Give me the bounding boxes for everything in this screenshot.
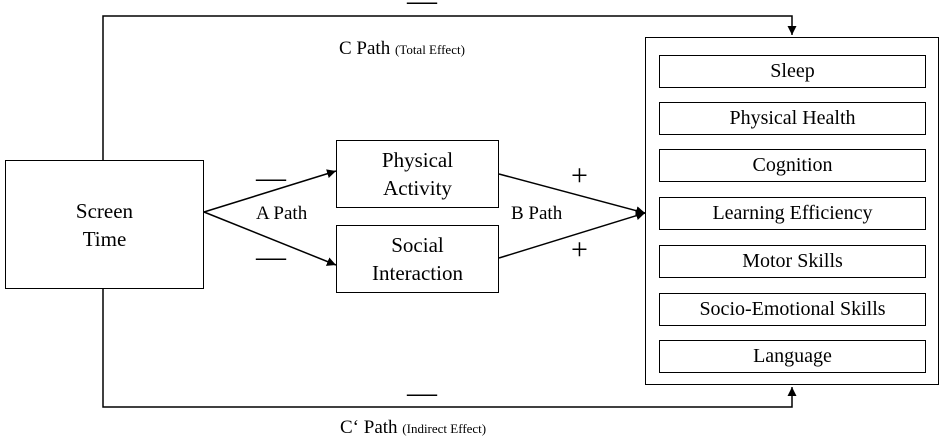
social-interaction-box: Social Interaction — [336, 225, 499, 293]
outcome-cognition: Cognition — [659, 149, 926, 182]
c-path-sublabel: (Total Effect) — [394, 42, 465, 57]
physical-activity-label: Physical Activity — [381, 148, 454, 200]
c-prime-path-label: C‘ Path (Indirect Effect) — [340, 417, 487, 438]
c-path-sign: — — [407, 0, 437, 17]
c-prime-path-line — [102, 289, 797, 408]
a-path-upper-sign: — — [256, 161, 286, 194]
a-path-lower-line — [203, 211, 337, 266]
b-path-upper-sign: + — [571, 159, 588, 192]
outcome-motor-skills: Motor Skills — [659, 245, 926, 278]
outcome-socio-emotional-skills: Socio-Emotional Skills — [659, 293, 926, 326]
outcome-sleep: Sleep — [659, 55, 926, 88]
b-path-label: B Path — [511, 203, 563, 224]
b-path-lower-line — [498, 211, 646, 259]
a-path-upper-line — [203, 169, 337, 213]
physical-activity-box: Physical Activity — [336, 140, 499, 208]
screen-time-box: Screen Time — [5, 160, 204, 289]
outcome-learning-efficiency: Learning Efficiency — [659, 197, 926, 230]
outcome-language: Language — [659, 340, 926, 373]
c-prime-path-sublabel: (Indirect Effect) — [402, 421, 487, 436]
a-path-lower-sign: — — [256, 240, 286, 273]
outcome-physical-health: Physical Health — [659, 102, 926, 135]
b-path-upper-line — [498, 173, 646, 216]
screen-time-label: Screen Time — [75, 198, 134, 251]
social-interaction-label: Social Interaction — [372, 233, 463, 285]
c-path-line — [102, 15, 797, 160]
c-prime-path-sign: — — [407, 376, 437, 409]
a-path-label: A Path — [256, 203, 308, 224]
b-path-lower-sign: + — [571, 233, 588, 266]
c-path-label: C Path (Total Effect) — [339, 38, 465, 59]
